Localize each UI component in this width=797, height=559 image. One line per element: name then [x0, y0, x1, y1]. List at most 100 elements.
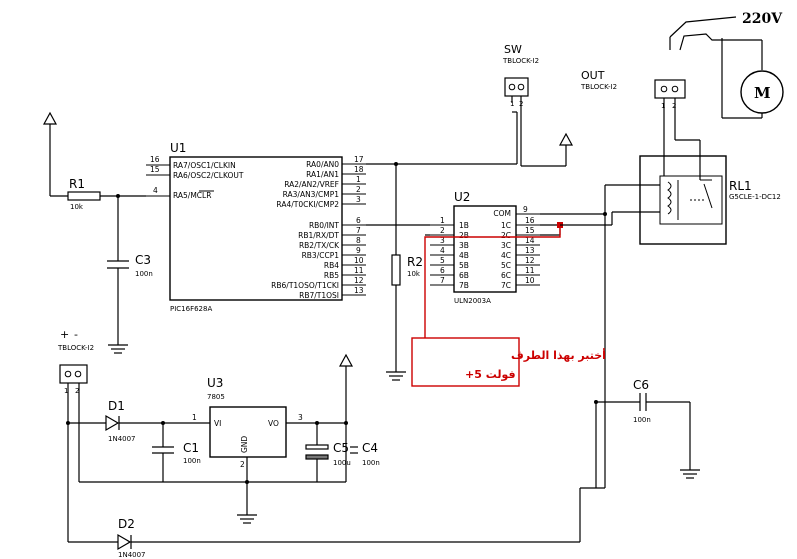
- u1-right-pins: 17 18 1 2 3 6 7 8 9 10 11 12 13 RA0/AN0 …: [271, 155, 366, 300]
- u3-gnd-label: GND: [240, 436, 249, 453]
- c5-ref: C5: [333, 441, 349, 455]
- u3-ref: U3: [207, 376, 223, 390]
- u1-pin-number: 15: [150, 165, 160, 174]
- power-terminal-block: [59, 364, 88, 384]
- u1-pin-name: RB5: [324, 271, 339, 280]
- u1-pin-name: RB1/RX/DT: [298, 231, 339, 240]
- power-part: TBLOCK-I2: [57, 344, 94, 352]
- u2-pin-name: 6B: [459, 271, 469, 280]
- u2-com-pin: 9: [523, 205, 528, 214]
- u1-package: [169, 156, 343, 301]
- relay-drive-network: [540, 98, 701, 488]
- u2-pin-number: 2: [440, 226, 445, 235]
- r1-resistor-icon: [67, 191, 101, 201]
- u1-microcontroller: U1 PIC16F628A 16 15 4 RA7/OSC1/CLKIN RA6…: [146, 141, 366, 313]
- relay-contact-arm: [703, 183, 713, 209]
- u2-pin-name: 3C: [501, 241, 511, 250]
- u1-pin-number: 3: [356, 195, 361, 204]
- u2-pin-number: 13: [525, 246, 535, 255]
- r1-ref: R1: [69, 177, 85, 191]
- r2-value: 10k: [407, 270, 421, 278]
- u1-pin-name: RB4: [324, 261, 339, 270]
- out-pin2: 2: [672, 102, 676, 110]
- u1-pin-name: RB7/T1OSI: [299, 291, 339, 300]
- u1-pin-number: 1: [356, 175, 361, 184]
- c5-value: 100u: [333, 459, 351, 467]
- switch-input-network: R2 10k: [366, 96, 574, 381]
- u2-package: [453, 205, 517, 293]
- sw-part: TBLOCK-I2: [502, 57, 539, 65]
- u1-pin-name: RA4/T0CKI/CMP2: [276, 200, 339, 209]
- u1-pin-number: 4: [153, 186, 158, 195]
- d2-diode-icon: [117, 533, 132, 551]
- u2-pin-number: 7: [440, 276, 445, 285]
- mains-voltage-label: 220V: [742, 11, 783, 27]
- power-terminal: + - TBLOCK-I2 1 2: [57, 328, 94, 395]
- d1-diode-icon: [105, 414, 120, 432]
- u3-pin-out: 3: [298, 413, 303, 422]
- u1-pin-number: 18: [354, 165, 364, 174]
- u3-package: [209, 406, 287, 458]
- out-pin1: 1: [661, 102, 665, 110]
- mains-motor-circuit: 220V M: [669, 11, 784, 119]
- out-screw-1: [660, 85, 668, 93]
- d2-ref: D2: [118, 517, 135, 531]
- power-pin1: 1: [64, 387, 68, 395]
- u1-pin-number: 10: [354, 256, 364, 265]
- u3-vi-label: VI: [214, 419, 221, 428]
- out-terminal: OUT TBLOCK-I2 1 2: [580, 69, 686, 110]
- u1-pin-name: RB2/TX/CK: [299, 241, 340, 250]
- out-screw-2: [671, 85, 679, 93]
- u1-pin-number: 9: [356, 246, 361, 255]
- out-part: TBLOCK-I2: [580, 83, 617, 91]
- sw-terminal-block: [504, 77, 529, 97]
- u2-com-label: COM: [493, 209, 511, 218]
- u1-pin-number: 13: [354, 286, 364, 295]
- u1-pin-number: 16: [150, 155, 160, 164]
- d2-branch: D2 1N4007: [68, 402, 605, 559]
- u2-pin-name: 3B: [459, 241, 469, 250]
- c6-decoupling: C6 100n: [594, 378, 700, 479]
- mains-lead-bottom: [679, 33, 741, 51]
- annotation-line-2: فولت 5+: [465, 368, 516, 381]
- u2-pin-name: 1C: [501, 221, 511, 230]
- c6-value: 100n: [633, 416, 651, 424]
- u2-output-pins: 16 15 14 13 12 11 10 1C 2C 3C 4C 5C 6C 7…: [501, 216, 540, 290]
- sw-screw-1: [508, 83, 516, 91]
- relay-body: [639, 155, 727, 245]
- u1-pin-name: RB6/T1OSO/T1CKI: [271, 281, 339, 290]
- u2-pin-name: 2C: [501, 231, 511, 240]
- power-screw-1: [64, 370, 72, 378]
- u2-pin-name: 7B: [459, 281, 469, 290]
- u1-pin-number: 8: [356, 236, 361, 245]
- c4-ref: C4: [362, 441, 378, 455]
- u3-part: 7805: [207, 393, 225, 401]
- u2-pin-number: 14: [525, 236, 535, 245]
- u1-pin-name: RA0/AN0: [306, 160, 339, 169]
- u2-pin-number: 5: [440, 256, 445, 265]
- u2-pin-name: 5C: [501, 261, 511, 270]
- u2-pin-name: 1B: [459, 221, 469, 230]
- power-pin2: 2: [75, 387, 79, 395]
- u1-pin-number: 17: [354, 155, 364, 164]
- u2-pin-number: 3: [440, 236, 445, 245]
- u1-pin-number: 2: [356, 185, 361, 194]
- u2-part: ULN2003A: [454, 297, 491, 305]
- c4-value: 100n: [362, 459, 380, 467]
- u1-pin-number: 11: [354, 266, 364, 275]
- u1-pin-name: RA5/MCLR: [173, 191, 211, 200]
- d2-part: 1N4007: [118, 551, 146, 559]
- u1-pin-number: 6: [356, 216, 361, 225]
- c3-value: 100n: [135, 270, 153, 278]
- u2-ref: U2: [454, 190, 470, 204]
- r2-resistor-icon: [391, 254, 401, 286]
- c1-value: 100n: [183, 457, 201, 465]
- u1-pin-number: 12: [354, 276, 364, 285]
- d1-ref: D1: [108, 399, 125, 413]
- c5-plate-top: [305, 444, 329, 450]
- u2-input-pins: 1 2 3 4 5 6 7 1B 2B 3B 4B 5B 6B 7B: [430, 216, 469, 290]
- vcc-arrow-icon: [558, 132, 574, 146]
- u2-pin-number: 11: [525, 266, 535, 275]
- vcc-arrow-icon: [338, 353, 354, 367]
- u2-pin-number: 15: [525, 226, 535, 235]
